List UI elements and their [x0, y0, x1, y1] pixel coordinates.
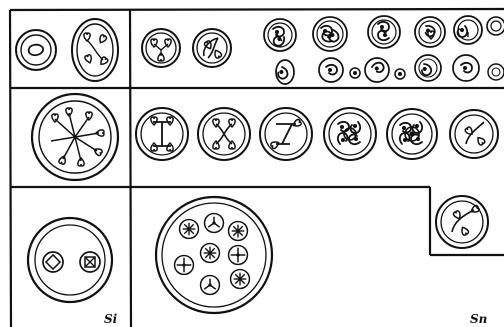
- small-cell-e: [454, 16, 482, 44]
- tiny-cell-3: [365, 58, 389, 82]
- paired-hook-cell: [193, 29, 231, 67]
- panel-label-left: Si: [104, 312, 117, 326]
- tiny-cell-6: [488, 64, 504, 80]
- oval-cell-with-hearts: [72, 19, 118, 81]
- trefoil-cell: [142, 29, 180, 67]
- cluster-cell: [156, 197, 272, 313]
- tiny-cell-2: [319, 58, 343, 82]
- radiating-cell: [32, 94, 118, 180]
- small-cell-c: [368, 16, 400, 48]
- s-cell-2: [198, 108, 250, 160]
- small-cell-d: [415, 17, 445, 47]
- s-cell-3: [260, 108, 312, 160]
- cell-row2-right: [136, 108, 498, 160]
- tiny-cell-4: [415, 55, 441, 81]
- tiny-dot-cell-2: [395, 69, 405, 79]
- double-nucleus-cell: [28, 218, 112, 302]
- capsule-cell: [16, 30, 56, 70]
- ring-cell-2: [387, 109, 437, 159]
- cell-row3-right: [436, 196, 488, 248]
- panel-grid: [10, 9, 504, 327]
- tiny-cell-top-right: [487, 17, 504, 35]
- small-cell-b: [313, 17, 347, 51]
- hook-cell-edge: [450, 110, 498, 158]
- tiny-dot-cell-1: [350, 68, 360, 78]
- cell-row2-left: [32, 94, 118, 180]
- cell-row1-right: [142, 16, 504, 84]
- s-cell-1: [136, 108, 188, 160]
- cell-row3-left: [28, 218, 112, 302]
- tiny-cell-1: [276, 60, 294, 84]
- cell-row3-middle: [156, 197, 272, 313]
- panel-label-right: Sn: [470, 312, 487, 326]
- cell-row1-left: [16, 19, 118, 81]
- tiny-cell-5: [453, 55, 479, 81]
- bent-hook-cell: [436, 196, 488, 248]
- ring-cell-1: [324, 108, 376, 160]
- small-cell-a: [264, 19, 296, 51]
